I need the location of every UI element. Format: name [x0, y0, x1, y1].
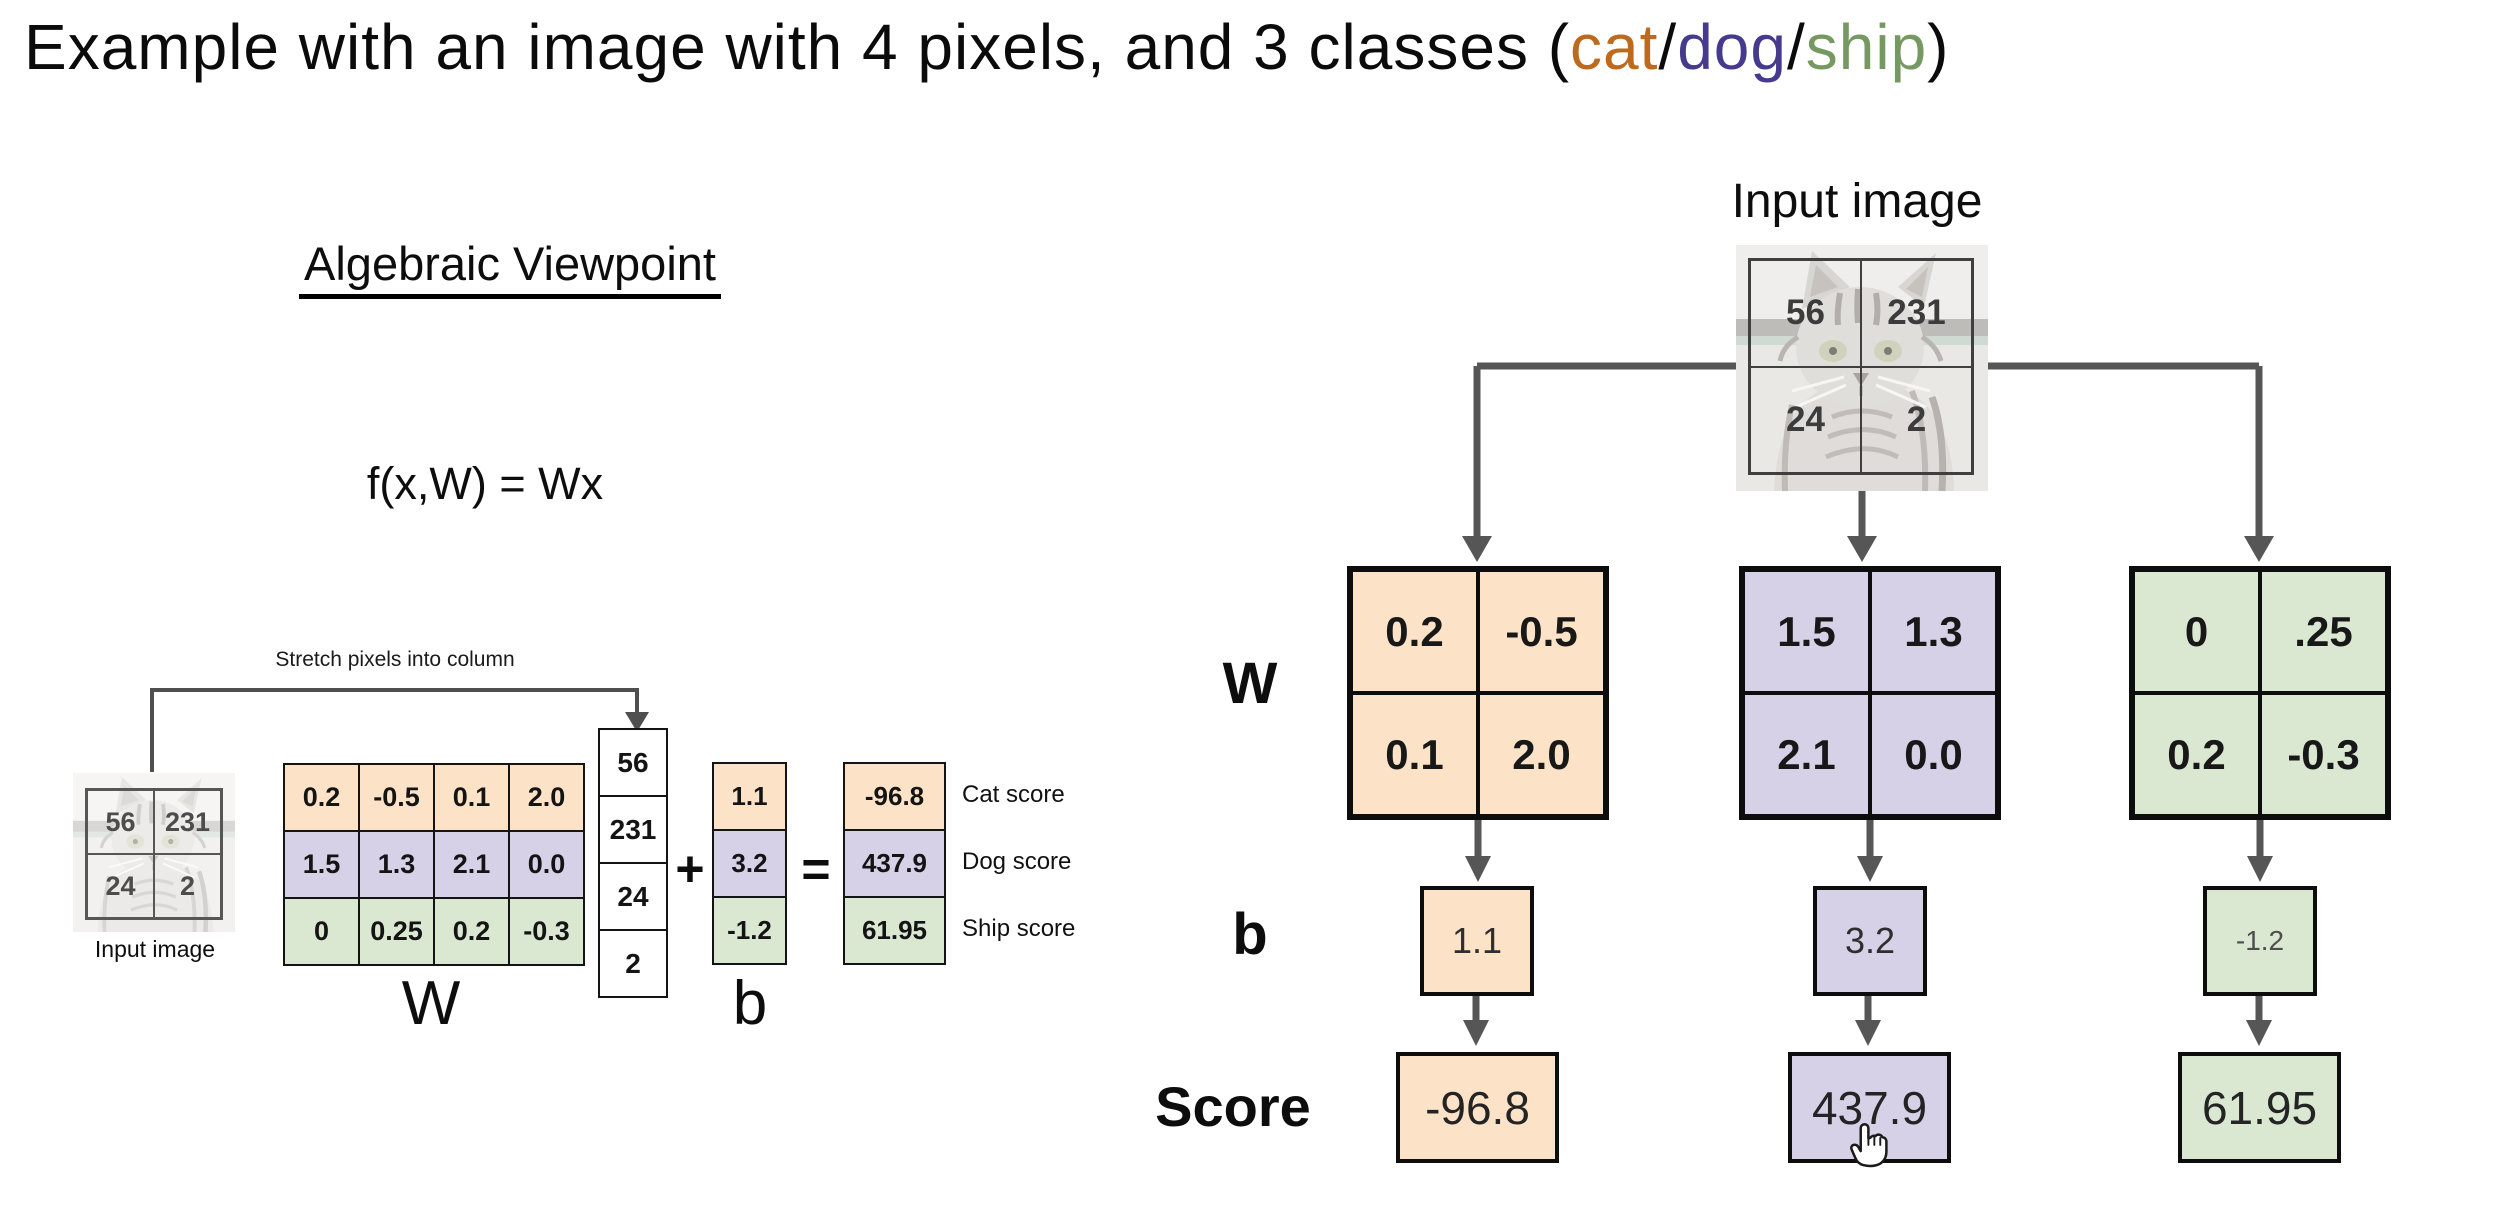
w-cell: 0.2: [2133, 693, 2260, 816]
w-cell: 2.1: [433, 830, 510, 899]
title-separator: /: [1786, 11, 1806, 83]
w-cell: 0.0: [1870, 693, 1997, 816]
w-cell: 0.1: [433, 763, 510, 832]
pixel-grid: 56 231 24 2: [1748, 258, 1974, 475]
equals-operator: =: [801, 841, 831, 897]
w-cell: 0.2: [1351, 570, 1478, 693]
ship-score-box: 61.95: [2178, 1052, 2341, 1163]
x-cell: 24: [598, 862, 668, 931]
w-cell: 2.0: [1478, 693, 1605, 816]
w-cell: 1.3: [358, 830, 435, 899]
b-vector-label: b: [732, 969, 768, 1038]
pixel-value: 231: [1861, 260, 1972, 367]
cat-weight-matrix: 0.2 -0.5 0.1 2.0: [1347, 566, 1609, 820]
x-cell: 2: [598, 929, 668, 998]
pixel-grid: 56 231 24 2: [85, 788, 223, 920]
score-cell: 437.9: [843, 829, 946, 898]
title-ship-word: ship: [1805, 11, 1928, 83]
score-vector: -96.8 437.9 61.95: [843, 762, 946, 965]
cat-photo-icon: [1736, 245, 1988, 491]
stretch-pixels-label: Stretch pixels into column: [275, 648, 515, 671]
ship-score-label: Ship score: [962, 915, 1076, 942]
formula: f(x,W) = Wx: [366, 458, 604, 509]
w-cell: 2.1: [1743, 693, 1870, 816]
x-cell: 56: [598, 728, 668, 797]
w-cell: 1.5: [1743, 570, 1870, 693]
input-image-thumbnail: 56 231 24 2: [73, 773, 235, 932]
w-cell: 2.0: [508, 763, 585, 832]
pixel-value: 2: [1861, 366, 1972, 473]
score-row-label: Score: [1155, 1075, 1311, 1138]
w-cell: 1.3: [1870, 570, 1997, 693]
cat-score-label: Cat score: [962, 781, 1065, 808]
b-row-label: b: [1232, 902, 1268, 967]
pixel-value: 2: [154, 854, 221, 918]
ship-bias-box: -1.2: [2203, 886, 2317, 996]
input-image-label: Input image: [1731, 175, 1983, 228]
slide-title: Example with an image with 4 pixels, and…: [24, 10, 1949, 84]
w-cell: 0.2: [283, 763, 360, 832]
w-cell: -0.3: [508, 897, 585, 966]
w-cell: -0.3: [2260, 693, 2387, 816]
w-cell: 0: [283, 897, 360, 966]
score-cell: -96.8: [843, 762, 946, 831]
pixel-value: 24: [87, 854, 154, 918]
b-cell: 3.2: [712, 829, 787, 898]
w-cell: 0: [2133, 570, 2260, 693]
input-image-label: Input image: [94, 936, 216, 962]
plus-operator: +: [675, 841, 705, 897]
algebraic-viewpoint-heading: Algebraic Viewpoint: [295, 236, 725, 299]
w-row-label: W: [1222, 651, 1278, 716]
input-image-thumbnail: 56 231 24 2: [1736, 245, 1988, 491]
w-cell: -0.5: [358, 763, 435, 832]
w-cell: 0.0: [508, 830, 585, 899]
title-separator: /: [1658, 11, 1678, 83]
title-cat-word: cat: [1570, 11, 1659, 83]
w-cell: 0.25: [358, 897, 435, 966]
dog-weight-matrix: 1.5 1.3 2.1 0.0: [1739, 566, 2001, 820]
title-dog-word: dog: [1677, 11, 1787, 83]
title-text: Example with an image with 4 pixels, and…: [24, 11, 1571, 83]
weight-matrix: 0.2 -0.5 0.1 2.0 1.5 1.3 2.1 0.0 0 0.25 …: [283, 763, 585, 966]
b-cell: -1.2: [712, 896, 787, 965]
w-cell: .25: [2260, 570, 2387, 693]
w-matrix-label: W: [401, 969, 461, 1038]
w-cell: 0.2: [433, 897, 510, 966]
b-cell: 1.1: [712, 762, 787, 831]
pixel-column-vector: 56 231 24 2: [598, 728, 668, 998]
x-cell: 231: [598, 795, 668, 864]
cat-bias-box: 1.1: [1420, 886, 1534, 996]
pixel-value: 56: [1750, 260, 1861, 367]
pixel-value: 231: [154, 790, 221, 854]
cat-score-box: -96.8: [1396, 1052, 1559, 1163]
dog-bias-box: 3.2: [1813, 886, 1927, 996]
pixel-value: 56: [87, 790, 154, 854]
pixel-value: 24: [1750, 366, 1861, 473]
dog-score-label: Dog score: [962, 848, 1072, 875]
w-cell: -0.5: [1478, 570, 1605, 693]
w-cell: 1.5: [283, 830, 360, 899]
ship-weight-matrix: 0 .25 0.2 -0.3: [2129, 566, 2391, 820]
w-cell: 0.1: [1351, 693, 1478, 816]
hand-cursor-icon: [1850, 1122, 1888, 1168]
score-cell: 61.95: [843, 896, 946, 965]
title-text: ): [1927, 11, 1950, 83]
bias-vector: 1.1 3.2 -1.2: [712, 762, 787, 965]
